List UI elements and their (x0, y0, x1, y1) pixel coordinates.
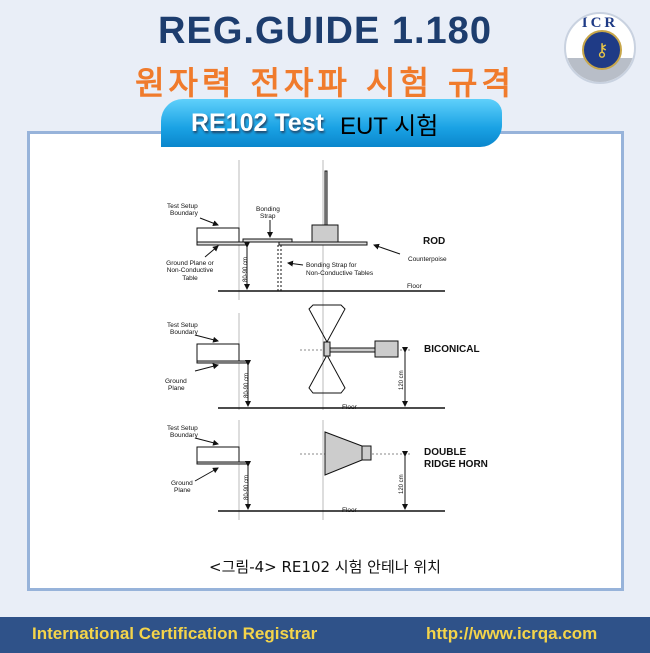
bicone-bottom (308, 353, 346, 394)
rod-antenna (324, 170, 328, 226)
label-rod: ROD (423, 236, 445, 247)
label-ground-plane: Non-Conductive (167, 267, 214, 274)
label-horn: RIDGE HORN (424, 459, 488, 470)
label-floor: Floor (407, 283, 423, 290)
eut-box (196, 446, 240, 463)
rod-base (311, 224, 339, 243)
section-tab: RE102 Test EUT 시험 (161, 99, 502, 147)
biconical-setup: Test Setup Boundary Ground Plane Floor 8… (165, 300, 480, 411)
diagram-label: Boundary (170, 432, 199, 439)
tab-subtitle: EUT 시험 (339, 112, 439, 140)
bicone-top (308, 304, 346, 344)
diagram-label: Boundary (170, 329, 199, 336)
diagram-label: 80-90 cm (244, 373, 250, 398)
footer-url[interactable]: http://www.icrqa.com (426, 624, 598, 643)
label-boundary: Test Setup (167, 203, 198, 210)
diagram-label: 120 cm (399, 370, 405, 390)
rod-setup: Test Setup Boundary Bonding Strap Ground… (166, 160, 447, 300)
tab-title: RE102 Test (191, 108, 324, 137)
label-bonding-strap-nc: Non-Conductive Tables (306, 270, 374, 277)
diagram-label: Ground (171, 480, 193, 487)
ground-plane (196, 461, 249, 465)
eut-box (196, 227, 240, 243)
label-horn: DOUBLE (424, 447, 467, 458)
logo-text: ICR (581, 15, 619, 31)
eut-box (196, 343, 240, 362)
label-counterpoise: Counterpoise (408, 256, 447, 263)
horn-setup: Test Setup Boundary Ground Plane Floor 8… (167, 420, 488, 520)
label-bonding-strap-nc: Bonding Strap for (306, 262, 357, 269)
label-ground-plane: Ground Plane or (166, 260, 215, 267)
diagram-label: Plane (168, 385, 185, 392)
bonding-strap (242, 238, 293, 243)
label-height: 80-90 cm (243, 257, 249, 282)
horn-antenna (324, 431, 363, 476)
diagram-label: 80-90 cm (244, 475, 250, 500)
label-bonding-strap: Bonding (256, 206, 280, 213)
diagram-label: Ground (165, 378, 187, 385)
ground-plane (196, 241, 248, 246)
page-subtitle: 원자력 전자파 시험 규격 (135, 64, 515, 102)
label-boundary: Boundary (170, 210, 199, 217)
diagram-label: Plane (174, 487, 191, 494)
diagram-label: Floor (342, 507, 358, 514)
label-ground-plane: Table (182, 275, 198, 282)
diagram-label: Test Setup (167, 425, 198, 432)
footer: International Certification Registrar ht… (0, 617, 650, 653)
label-biconical: BICONICAL (424, 344, 480, 355)
figure-caption: <그림-4> RE102 시험 안테나 위치 (209, 558, 441, 576)
keys-icon: ⚷ (595, 40, 609, 61)
diagram-label: Test Setup (167, 322, 198, 329)
content-panel (27, 131, 624, 591)
ground-plane (196, 360, 249, 364)
diagram-label: Floor (342, 404, 358, 411)
footer-org: International Certification Registrar (32, 624, 318, 643)
page-title: REG.GUIDE 1.180 (158, 10, 492, 52)
diagram-label: 120 cm (399, 474, 405, 494)
antenna-mount (374, 340, 399, 358)
icr-logo: ICR ⚷ (564, 12, 636, 84)
label-bonding-strap: Strap (260, 213, 276, 220)
boom (329, 347, 376, 353)
